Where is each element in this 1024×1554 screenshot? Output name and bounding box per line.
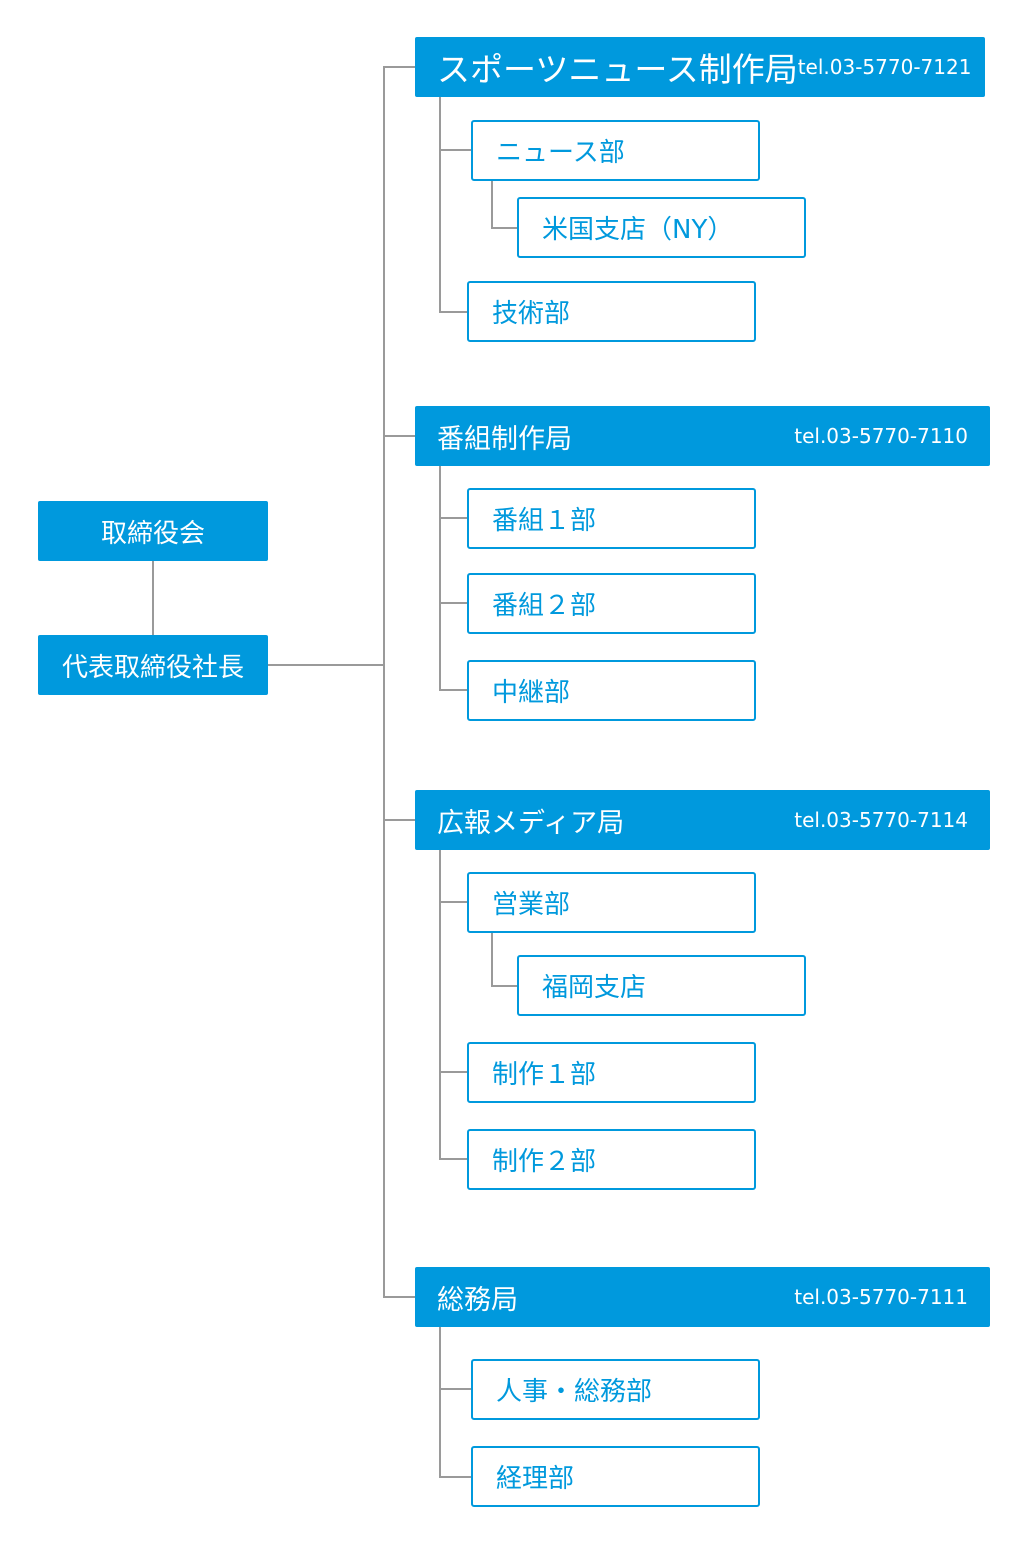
dept-box: 制作２部 — [467, 1129, 756, 1190]
dept-box: 人事・総務部 — [471, 1359, 760, 1420]
dept-box: 営業部 — [467, 872, 756, 933]
dept-label: 中継部 — [492, 678, 571, 708]
branch-label: 福岡支店 — [542, 973, 647, 1003]
dept-label: 制作２部 — [492, 1147, 597, 1177]
bureau-name: 総務局 — [437, 1284, 518, 1316]
dept-box: 制作１部 — [467, 1042, 756, 1103]
dept-box: 中継部 — [467, 660, 756, 721]
dept-label: 番組１部 — [492, 506, 597, 536]
branch-box: 福岡支店 — [517, 955, 806, 1016]
dept-box: 経理部 — [471, 1446, 760, 1507]
president-label: 代表取締役社長 — [61, 652, 244, 683]
dept-box: 番組２部 — [467, 573, 756, 634]
president-box: 代表取締役社長 — [38, 635, 268, 695]
board-box: 取締役会 — [38, 501, 268, 561]
dept-label: ニュース部 — [496, 138, 625, 168]
branch-label: 米国支店（NY） — [542, 215, 734, 245]
bureau-tel: tel.03-5770-7111 — [794, 1285, 968, 1309]
dept-label: 営業部 — [492, 890, 571, 920]
bureau-tel: tel.03-5770-7114 — [794, 808, 968, 832]
branch-box: 米国支店（NY） — [517, 197, 806, 258]
bureau-name: 番組制作局 — [437, 423, 572, 455]
bureau-tel: tel.03-5770-7121 — [797, 55, 972, 79]
dept-label: 人事・総務部 — [496, 1377, 653, 1407]
bureau-general-affairs: 総務局 tel.03-5770-7111 — [415, 1267, 990, 1327]
dept-label: 制作１部 — [492, 1060, 597, 1090]
dept-box: ニュース部 — [471, 120, 760, 181]
bureau-name: 広報メディア局 — [437, 807, 625, 839]
bureau-tel: tel.03-5770-7110 — [794, 424, 968, 448]
bureau-sports-news: スポーツニュース制作局 tel.03-5770-7121 — [415, 37, 985, 97]
dept-box: 技術部 — [467, 281, 756, 342]
bureau-name: スポーツニュース制作局 — [437, 50, 798, 89]
board-label: 取締役会 — [100, 518, 205, 549]
dept-box: 番組１部 — [467, 488, 756, 549]
dept-label: 番組２部 — [492, 591, 597, 621]
bureau-pr-media: 広報メディア局 tel.03-5770-7114 — [415, 790, 990, 850]
bureau-programs: 番組制作局 tel.03-5770-7110 — [415, 406, 990, 466]
dept-label: 経理部 — [496, 1464, 575, 1494]
dept-label: 技術部 — [492, 299, 571, 329]
